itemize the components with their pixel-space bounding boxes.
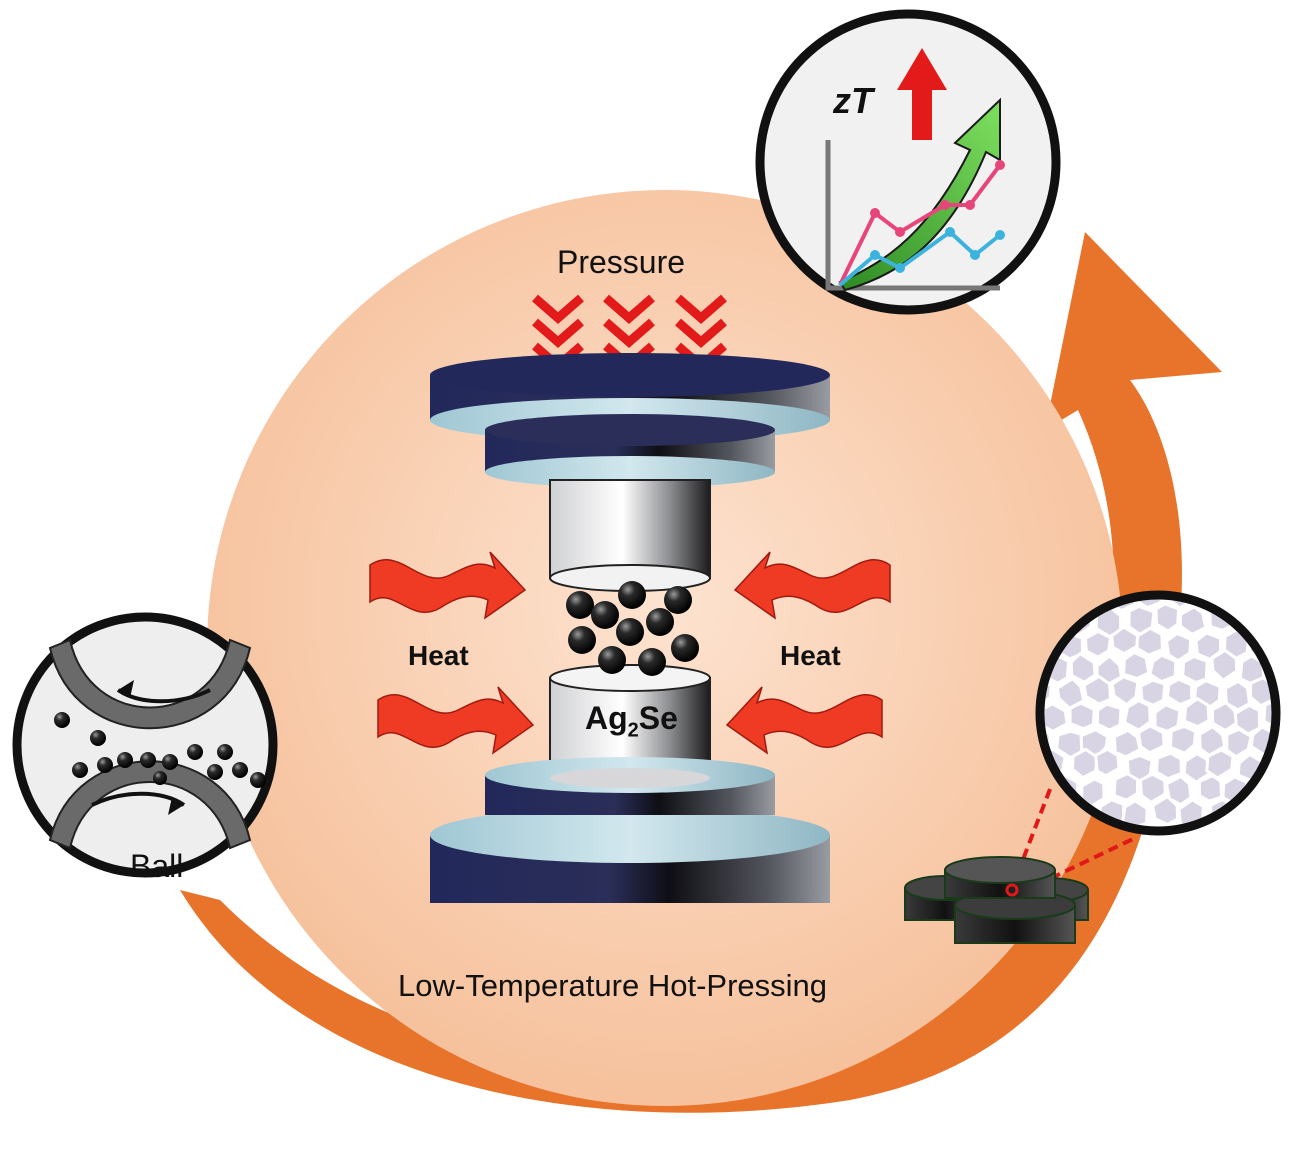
grain-cell — [1223, 679, 1252, 712]
grain-cell — [1222, 597, 1252, 610]
grain-cell — [1083, 629, 1113, 659]
milling-balls — [54, 712, 266, 788]
grain-cell — [1238, 798, 1266, 829]
grain-cell — [1280, 726, 1302, 752]
press-bottom — [430, 757, 830, 903]
grain-cell — [1178, 605, 1208, 637]
grain-cell — [1273, 627, 1274, 659]
grain-cell — [1197, 774, 1224, 803]
grain-cell — [1210, 700, 1239, 733]
grain-cell — [1282, 678, 1302, 706]
grain-cell — [1182, 696, 1211, 729]
heat-arrows — [369, 551, 891, 755]
grain-cell — [1136, 724, 1166, 755]
grain-cell — [1122, 698, 1152, 732]
grain-cell — [1165, 677, 1194, 707]
grain-cell — [1168, 724, 1198, 756]
grain-cell — [1068, 701, 1096, 731]
grain-cell — [1262, 697, 1274, 731]
process-arrow — [180, 232, 1222, 1113]
wavy-heat-arrow-icon — [733, 551, 891, 620]
ball-label: Ball — [130, 848, 184, 884]
grain-cell — [1291, 799, 1302, 825]
zt-up-arrow-icon — [897, 48, 947, 140]
grain-cell — [1150, 794, 1180, 827]
grain-cell — [1210, 648, 1239, 683]
grain-cell — [1082, 674, 1112, 706]
grain-cell — [1277, 779, 1302, 807]
material-tail: Se — [638, 700, 678, 736]
grain-cell — [1069, 651, 1097, 684]
grain-cell — [1148, 653, 1178, 684]
grain-cell — [1293, 751, 1302, 777]
grain-cell — [1279, 580, 1302, 606]
powder-particles — [566, 581, 699, 676]
grain-cell — [1154, 602, 1181, 633]
wavy-heat-arrow-icon — [725, 686, 883, 755]
press-top — [430, 353, 830, 488]
line-chart-icon — [825, 97, 1005, 292]
grain-cell — [1112, 771, 1140, 802]
ball-mill-inset — [12, 612, 278, 878]
grain-cell — [1122, 650, 1151, 681]
grain-cell — [1112, 728, 1142, 759]
material-label: Ag2Se — [585, 700, 678, 742]
wavy-heat-arrow-icon — [377, 686, 535, 755]
grain-cell — [1135, 626, 1164, 657]
upper-mill-arc — [48, 638, 252, 730]
grain-cell — [1110, 675, 1140, 707]
grain-cell — [1070, 747, 1099, 780]
material-subscript: 2 — [627, 719, 639, 742]
caption-label: Low-Temperature Hot-Pressing — [398, 968, 828, 1003]
grain-cell — [1265, 796, 1274, 827]
wavy-heat-arrow-icon — [369, 551, 527, 620]
grain-cell — [1139, 678, 1167, 707]
grain-cell — [1138, 772, 1167, 805]
grain-cell — [1095, 702, 1123, 732]
grain-cell — [1248, 597, 1274, 609]
grain-cell — [1290, 656, 1302, 683]
grain-cell — [1265, 605, 1274, 638]
grain-cell — [1094, 747, 1121, 778]
grain-cell — [1297, 699, 1302, 727]
top-punch — [549, 479, 711, 592]
grain-cell — [1164, 774, 1193, 807]
grain-cell — [1194, 631, 1222, 661]
grain-cell — [1154, 751, 1183, 781]
pressure-label: Pressure — [557, 244, 686, 280]
material-base: Ag — [585, 700, 628, 736]
grain-cell — [1134, 597, 1163, 610]
grain-cell — [1153, 703, 1182, 733]
zt-chart-inset — [755, 9, 1061, 315]
zoom-point — [1005, 883, 1019, 897]
grain-cell — [1164, 631, 1193, 663]
grain-cell — [1292, 603, 1302, 631]
grain-cell — [1181, 654, 1209, 685]
pellet-stack-icon — [904, 856, 1089, 944]
zt-label: zT — [833, 80, 873, 121]
heat-label-left: Heat — [408, 640, 469, 671]
lower-mill-arc — [48, 760, 252, 850]
heat-label-right: Heat — [780, 640, 841, 671]
